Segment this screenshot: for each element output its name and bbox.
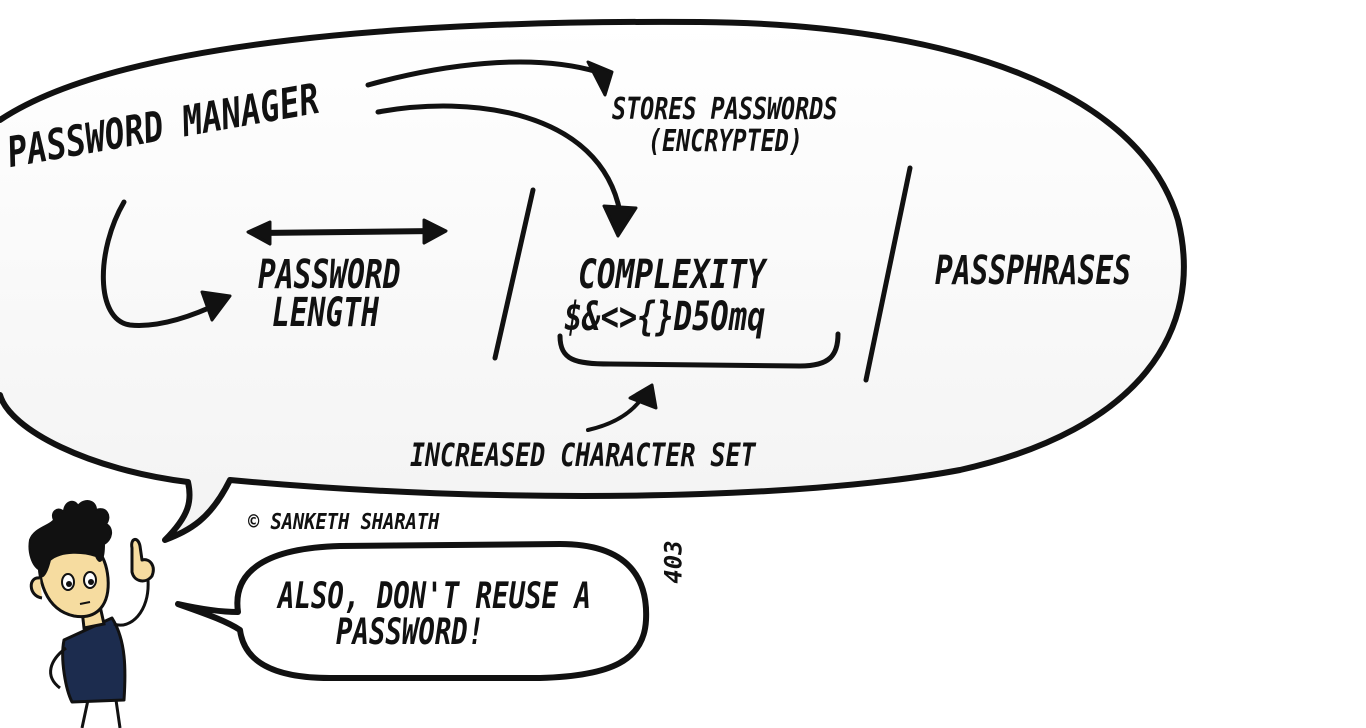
complexity-label: COMPLEXITY: [578, 252, 766, 298]
length-arrowhead-right: [422, 218, 448, 245]
comic-number: 403: [659, 540, 688, 584]
hair: [28, 500, 112, 578]
main-speech-bubble: [0, 18, 1187, 543]
arrowhead-brace: [628, 383, 658, 410]
length-arrowhead-left: [246, 220, 272, 246]
arrow-to-stores: [365, 59, 601, 88]
arrow-to-length: [100, 199, 225, 328]
character: [28, 500, 155, 728]
arrowhead-stores: [586, 60, 614, 97]
password-length-line2: LENGTH: [272, 290, 379, 336]
encrypted-label: (ENCRYPTED): [648, 124, 803, 159]
complexity-characters: $&<>{}D5Omq: [564, 294, 766, 340]
complexity-brace: [557, 331, 841, 369]
password-length-line1: PASSWORD: [258, 252, 401, 298]
copyright-label: © SANKETH SHARATH: [248, 510, 440, 535]
shirt: [61, 616, 127, 704]
stores-passwords-label: STORES PASSWORDS: [612, 92, 838, 127]
raised-hand: [130, 538, 155, 583]
small-speech-bubble: [175, 541, 650, 681]
passphrases-label: PASSPHRASES: [935, 248, 1132, 294]
dont-reuse-line2: PASSWORD!: [336, 612, 485, 653]
arrowhead-length: [200, 290, 232, 322]
separator-1: [492, 187, 536, 361]
length-double-arrow: [255, 228, 439, 236]
separator-2: [863, 165, 913, 383]
arrow-to-complexity: [375, 103, 623, 215]
arrowhead-complexity: [602, 204, 638, 238]
increased-character-set-label: INCREASED CHARACTER SET: [410, 436, 756, 474]
dont-reuse-line1: ALSO, DON'T REUSE A: [278, 576, 591, 617]
